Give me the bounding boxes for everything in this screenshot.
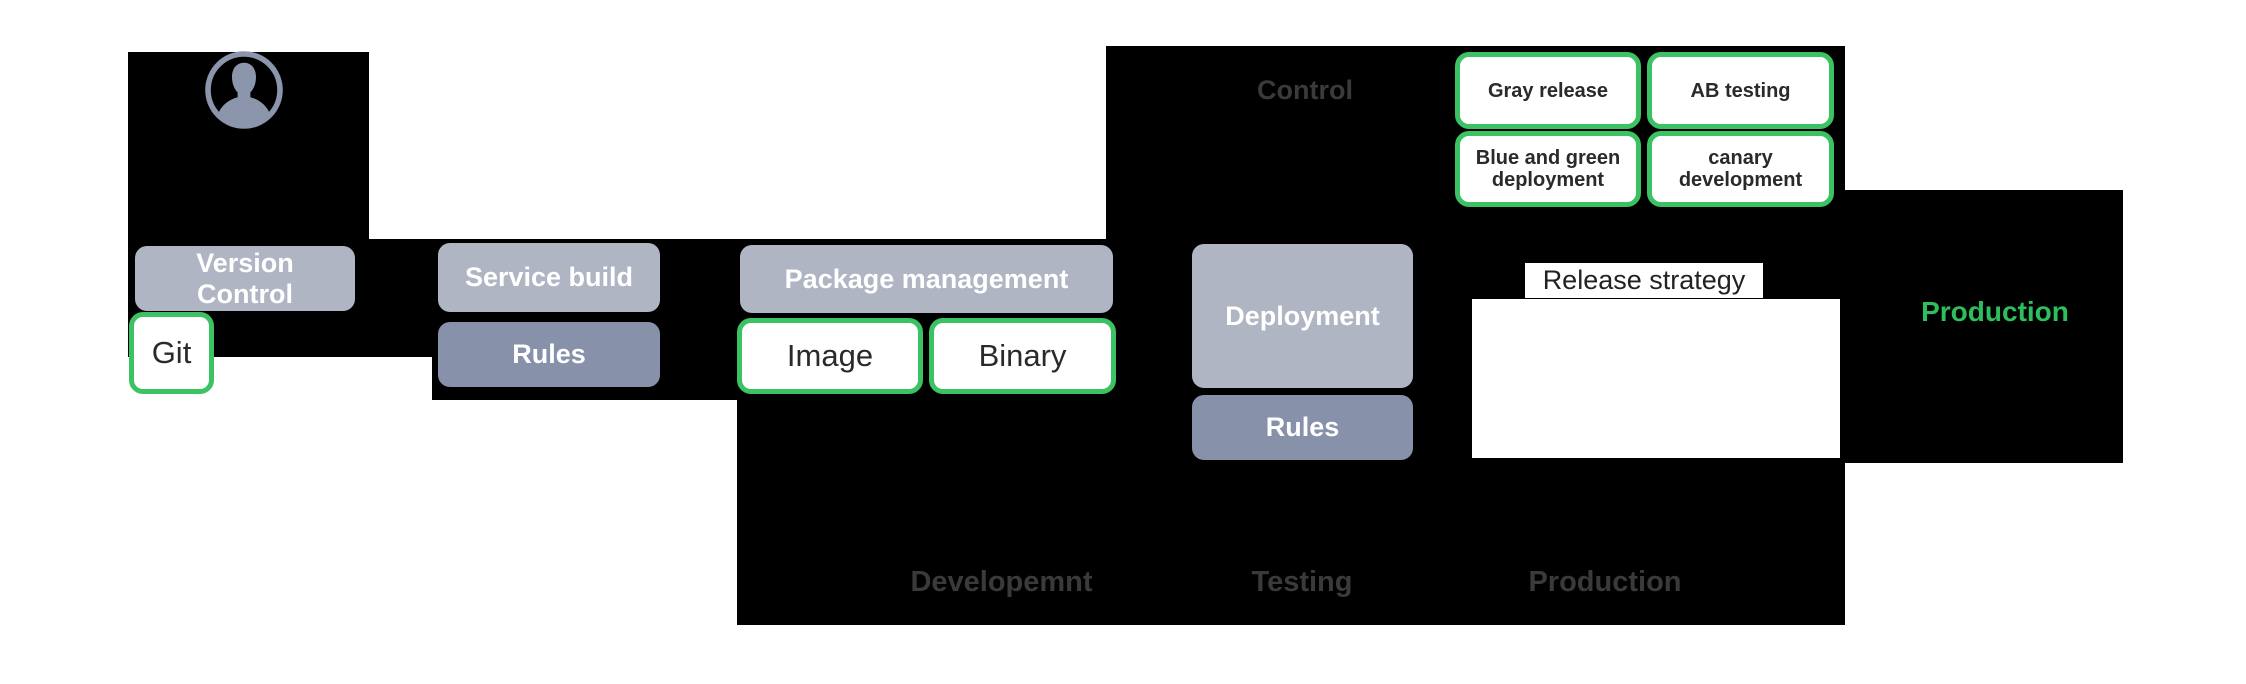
deployment-rules-node[interactable]: Rules bbox=[1192, 395, 1413, 460]
production-title: Production bbox=[1921, 296, 2069, 327]
flow-background-shape-production-block bbox=[1836, 190, 2123, 463]
user-avatar-icon bbox=[204, 50, 284, 130]
release-strategy-panel bbox=[1472, 299, 1840, 458]
service-build-node[interactable]: Service build bbox=[438, 243, 660, 312]
package-management-node[interactable]: Package management bbox=[740, 245, 1113, 313]
gray-release-option[interactable]: Gray release bbox=[1455, 52, 1641, 129]
ab-testing-option[interactable]: AB testing bbox=[1647, 52, 1834, 129]
lane-label-production: Production bbox=[1528, 566, 1682, 598]
release-strategy-label: Release strategy bbox=[1525, 263, 1763, 298]
blue-green-deployment-option[interactable]: Blue and green deployment bbox=[1455, 131, 1641, 207]
git-node[interactable]: Git bbox=[129, 312, 214, 394]
deployment-node[interactable]: Deployment bbox=[1192, 244, 1413, 388]
image-node[interactable]: Image bbox=[737, 318, 923, 394]
binary-node[interactable]: Binary bbox=[929, 318, 1116, 394]
version-control-node[interactable]: Version Control bbox=[135, 246, 355, 311]
flow-background-shape-connector bbox=[369, 239, 432, 357]
lane-label-testing: Testing bbox=[1251, 566, 1353, 598]
canary-development-option[interactable]: canary development bbox=[1647, 131, 1834, 207]
build-rules-node[interactable]: Rules bbox=[438, 322, 660, 387]
lane-label-development: Developemnt bbox=[910, 566, 1093, 598]
control-label: Control bbox=[1257, 75, 1353, 105]
